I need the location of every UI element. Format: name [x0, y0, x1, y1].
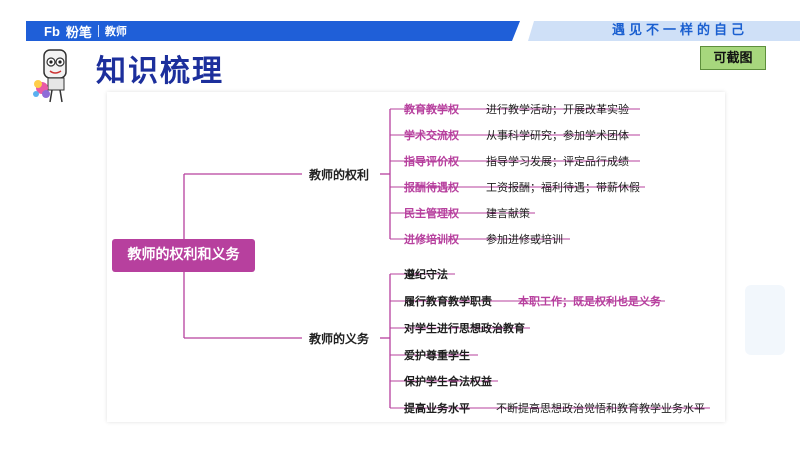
header-slogan: 遇见不一样的自己	[611, 23, 748, 38]
rights-item-name: 教育教学权	[404, 103, 459, 116]
brand-logo: Fb 粉笔 教师	[44, 22, 127, 41]
brand-latin: Fb	[44, 23, 60, 39]
page-title: 知识梳理	[96, 54, 224, 89]
branch-duties: 教师的义务	[309, 332, 370, 346]
header-bar	[26, 21, 800, 41]
rights-item-name: 学术交流权	[404, 129, 459, 142]
rights-item-name: 进修培训权	[404, 233, 459, 246]
rights-item-name: 民主管理权	[404, 207, 459, 220]
duties-item-detail: 本职工作；既是权利也是义务	[518, 295, 661, 308]
header-bar-light	[528, 21, 800, 41]
rights-item-detail: 工资报酬；福利待遇；带薪休假	[486, 181, 640, 194]
duties-item-name: 爱护尊重学生	[404, 349, 470, 362]
duties-item-detail: 不断提高思想政治觉悟和教育教学业务水平	[496, 402, 705, 415]
duties-item-name: 遵纪守法	[404, 268, 448, 281]
background-decoration-icon	[745, 285, 785, 355]
duties-item-name: 提高业务水平	[404, 402, 470, 415]
rights-item-detail: 进行教学活动；开展改革实验	[486, 103, 629, 116]
rights-item-detail: 从事科学研究；参加学术团体	[486, 129, 629, 142]
header-bar-blue	[30, 21, 520, 41]
duties-item-name: 履行教育教学职责	[404, 295, 492, 308]
rights-item-name: 报酬待遇权	[404, 181, 459, 194]
mindmap-root: 教师的权利和义务	[112, 239, 255, 272]
rights-item-name: 指导评价权	[404, 155, 459, 168]
brand-subtitle: 教师	[104, 25, 127, 38]
brand-divider	[97, 25, 99, 37]
duties-item-name: 对学生进行思想政治教育	[404, 322, 525, 335]
brand-chinese: 粉笔	[65, 25, 92, 41]
capture-badge: 可截图	[700, 46, 766, 70]
duties-item-name: 保护学生合法权益	[404, 375, 492, 388]
rights-item-detail: 参加进修或培训	[486, 233, 563, 246]
mascot-icon	[33, 49, 67, 103]
branch-rights: 教师的权利	[309, 168, 370, 182]
rights-item-detail: 建言献策	[486, 207, 530, 220]
rights-item-detail: 指导学习发展；评定品行成绩	[486, 155, 629, 168]
